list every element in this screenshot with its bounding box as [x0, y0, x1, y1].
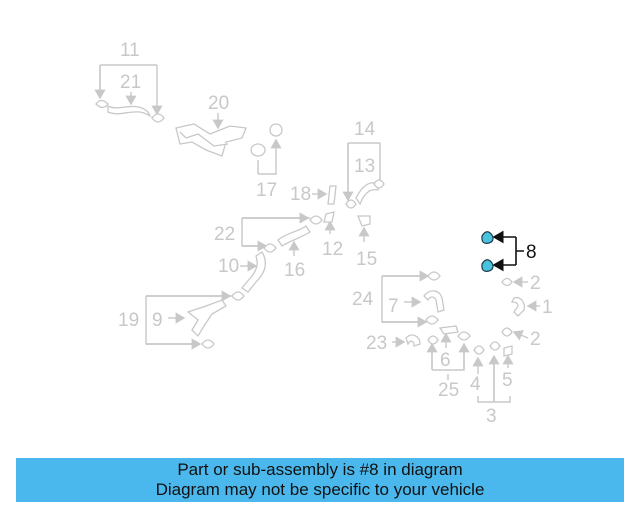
callout-9: 9	[152, 310, 163, 331]
callout-20: 20	[208, 93, 229, 114]
clamp-part	[373, 179, 385, 189]
hose-part	[355, 182, 379, 206]
clamp-part	[425, 315, 439, 325]
callout-17: 17	[256, 180, 277, 201]
callout-14: 14	[354, 119, 376, 140]
callout-2b: 2	[530, 329, 541, 350]
clamp-part	[231, 291, 245, 301]
connector-part	[503, 345, 513, 357]
connector-part	[438, 325, 459, 335]
group-10-16: 10 16	[218, 225, 311, 293]
clamp-part	[501, 277, 513, 287]
clamp-part	[263, 243, 277, 253]
clamp-part	[427, 271, 441, 281]
callout-8: 8	[526, 242, 537, 263]
banner-line-1: Part or sub-assembly is #8 in diagram	[177, 460, 463, 479]
callout-5: 5	[502, 370, 513, 391]
hose-part	[241, 251, 267, 293]
callout-7: 7	[388, 296, 399, 317]
clamp-part	[201, 339, 215, 349]
clamp-part	[345, 199, 357, 209]
group-18-14-13: 18 14 13	[290, 119, 385, 209]
clamp-part	[473, 345, 485, 355]
hose-clamp-part	[95, 99, 109, 109]
hose-clamp-part	[151, 113, 165, 123]
pipe-detail	[179, 131, 229, 147]
group-20: 20	[175, 93, 247, 157]
clamp-part	[489, 341, 501, 351]
callout-11: 11	[120, 40, 140, 61]
clamp-part	[427, 335, 439, 345]
hose-part	[510, 296, 526, 317]
group-17: 17	[250, 123, 283, 201]
clamp-part	[501, 327, 513, 337]
highlighted-clamp-part	[481, 259, 494, 272]
callout-15: 15	[356, 249, 377, 270]
hose-part	[423, 290, 445, 313]
callout-19: 19	[118, 310, 139, 331]
connector-part	[357, 215, 371, 227]
info-banner: Part or sub-assembly is #8 in diagram Di…	[16, 458, 624, 502]
hose-part	[405, 334, 421, 347]
callout-22: 22	[214, 224, 235, 245]
bracket-part	[327, 185, 337, 205]
callout-1: 1	[542, 297, 553, 318]
callout-3: 3	[486, 406, 497, 427]
callout-10: 10	[218, 256, 239, 277]
parts-diagram: 11 21 20 17 18 14 13 22	[94, 40, 553, 427]
group-2-1: 2 1	[501, 273, 553, 318]
callout-21: 21	[120, 72, 141, 93]
group-19-9: 19 9	[118, 290, 245, 350]
group-11-21: 11 21	[94, 40, 165, 123]
banner-line-2: Diagram may not be specific to your vehi…	[155, 480, 485, 499]
bracket-part	[323, 211, 335, 223]
callout-25: 25	[438, 380, 459, 401]
hose-part	[277, 225, 311, 247]
callout-12: 12	[322, 239, 343, 260]
highlighted-clamp-part	[481, 231, 494, 244]
callout-23: 23	[366, 333, 387, 354]
clamp-part	[457, 331, 471, 341]
callout-13: 13	[354, 156, 375, 177]
group-8-highlight: 8	[481, 230, 537, 272]
callout-24: 24	[352, 289, 374, 310]
group-24-7-23-6-25: 24 7 23 6 25	[352, 270, 471, 401]
group-22-12-15: 22 12 15	[214, 211, 377, 270]
pipe-part	[186, 299, 227, 338]
hose-part	[107, 104, 152, 118]
callout-2: 2	[530, 273, 541, 294]
clamp-part	[269, 123, 283, 137]
callout-16: 16	[284, 260, 305, 281]
group-4-5-3-2: 4 5 3 2	[470, 327, 541, 427]
clamp-part	[250, 143, 266, 157]
callout-6: 6	[440, 350, 451, 371]
callout-18: 18	[290, 184, 311, 205]
clamp-part	[309, 215, 323, 225]
callout-4: 4	[470, 374, 481, 395]
